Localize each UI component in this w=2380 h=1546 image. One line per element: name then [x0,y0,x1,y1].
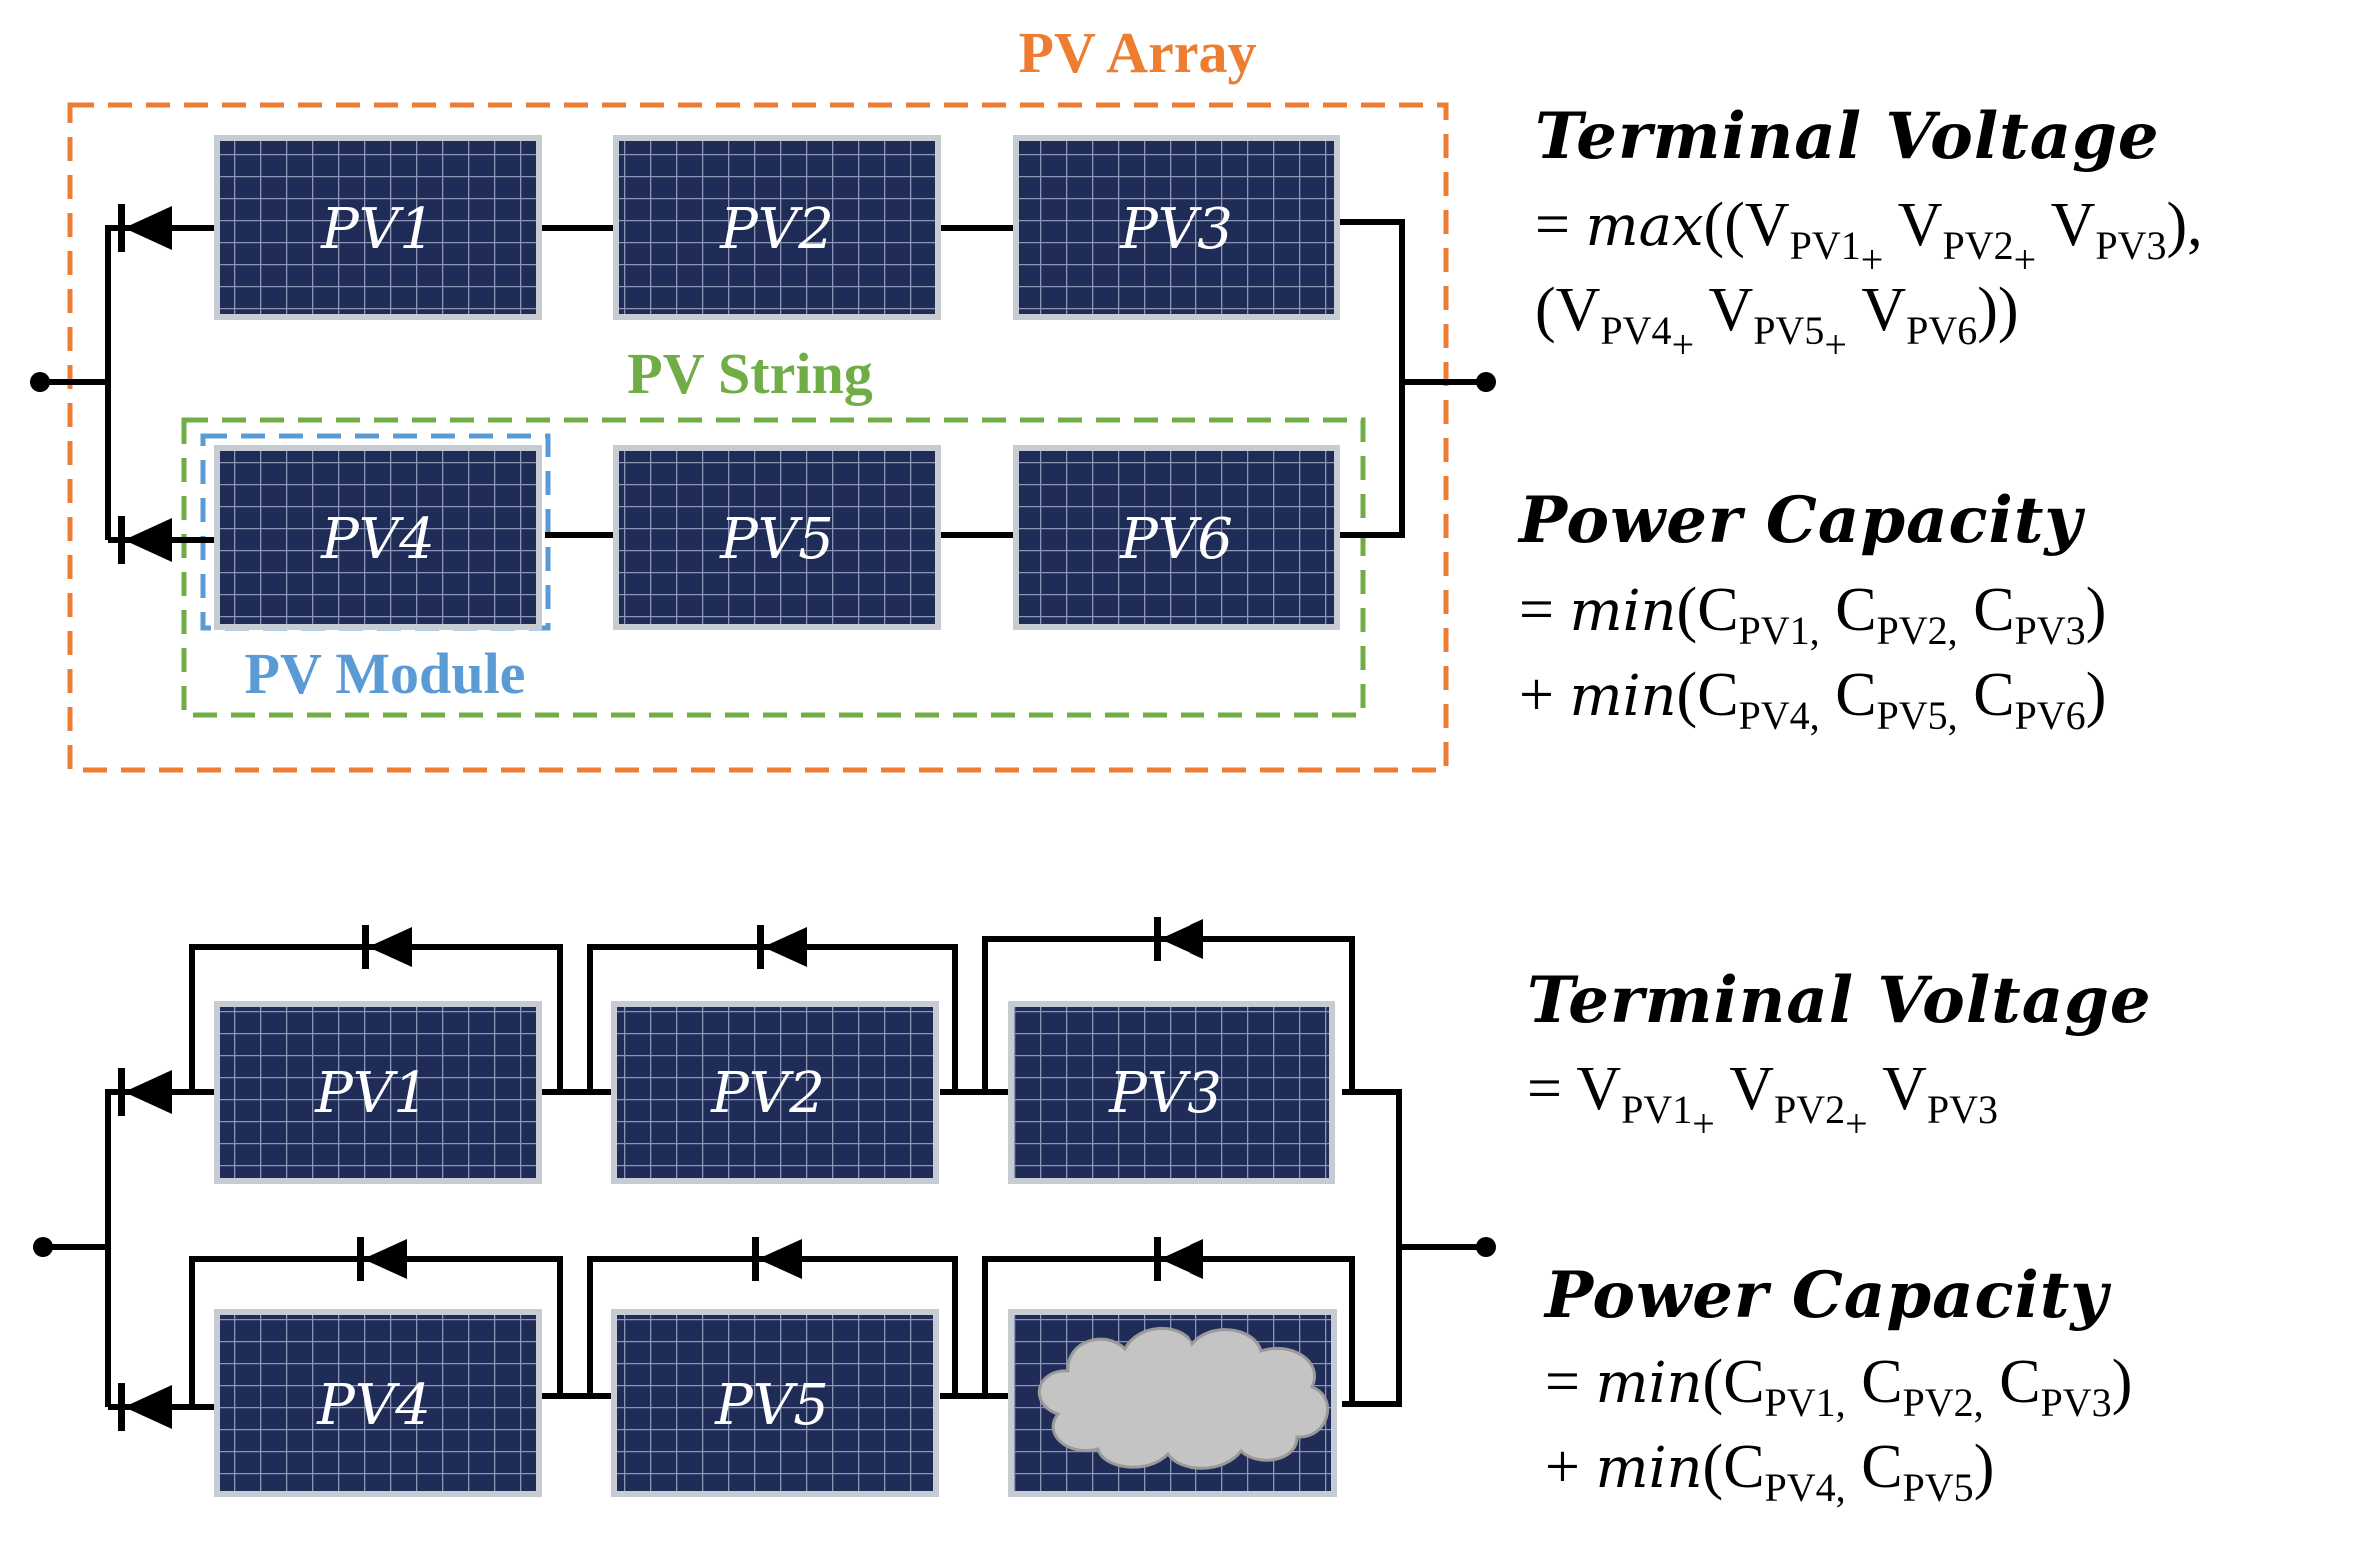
power-capacity-formula-cont: + min(CPV4, CPV5) [1545,1433,1994,1510]
top-wiring [30,204,1496,564]
terminal-voltage-title: Terminal Voltage [1535,99,2160,174]
bypass-diode-icon [1154,1237,1203,1281]
pv-array-label: PV Array [1019,20,1257,85]
panel-label: PV3 [1108,1061,1222,1126]
power-capacity-title: Power Capacity [1543,1258,2111,1333]
terminal-voltage-formula: = VPV1+ VPV2+ VPV3 [1527,1055,1998,1146]
pv-array-border [67,102,1449,773]
bottom-equations: Terminal Voltage = VPV1+ VPV2+ VPV3 Powe… [1527,963,2152,1510]
pv-panel: PV1 [214,135,542,320]
bypass-diode-icon [362,925,412,969]
panel-label: PV4 [320,507,435,572]
bottom-wiring [33,917,1496,1431]
top-diagram: PV Array PV String PV Module [30,20,2203,773]
panel-label: PV1 [320,197,435,262]
terminal-left [33,1237,53,1257]
diode-icon [118,1068,172,1116]
pv-module-label: PV Module [245,641,526,706]
bottom-diagram: PV1 PV2 PV3 PV4 PV5 [33,917,2152,1510]
cloud-icon [1037,1327,1329,1470]
pv-panel: PV5 [613,445,941,630]
diode-icon [118,204,172,252]
pv-panel: PV4 [214,445,542,630]
panel-label: PV1 [314,1061,429,1126]
pv-panel: PV2 [611,1001,939,1184]
terminal-right [1476,1237,1496,1257]
panel-label: PV4 [316,1373,431,1438]
terminal-voltage-title: Terminal Voltage [1527,963,2152,1038]
pv-panel: PV6 [1013,445,1340,630]
panel-label: PV6 [1119,507,1233,572]
panel-label: PV2 [710,1061,825,1126]
pv-panel: PV3 [1013,135,1340,320]
pv-panel-shaded [1008,1309,1337,1497]
power-capacity-formula-cont: + min(CPV4, CPV5, CPV6) [1519,661,2106,738]
terminal-right [1476,372,1496,392]
terminal-voltage-formula: = max((VPV1+ VPV2+ VPV3), [1535,191,2203,282]
pv-panel: PV2 [613,135,941,320]
pv-string-border [181,417,1366,718]
panel-label: PV2 [719,197,834,262]
bypass-diode-icon [757,925,807,969]
terminal-voltage-formula-cont: (VPV4+ VPV5+ VPV6)) [1535,276,2019,367]
panel-label: PV5 [719,507,834,572]
pv-panel: PV5 [611,1309,939,1497]
panel-label: PV5 [714,1373,829,1438]
bypass-diode-icon [752,1237,802,1281]
pv-panel: PV1 [214,1001,542,1184]
top-equations: Terminal Voltage = max((VPV1+ VPV2+ VPV3… [1517,99,2203,738]
pv-string-label: PV String [627,341,872,406]
power-capacity-formula: = min(CPV1, CPV2, CPV3) [1545,1348,2132,1425]
bypass-diode-icon [357,1237,407,1281]
pv-panel: PV3 [1008,1001,1335,1184]
terminal-left [30,372,50,392]
diode-icon [118,516,172,564]
panel-label: PV3 [1119,197,1233,262]
pv-panel: PV4 [214,1309,542,1497]
diode-icon [118,1383,172,1431]
bypass-diode-icon [1154,917,1203,961]
power-capacity-title: Power Capacity [1517,483,2085,558]
power-capacity-formula: = min(CPV1, CPV2, CPV3) [1519,576,2106,653]
